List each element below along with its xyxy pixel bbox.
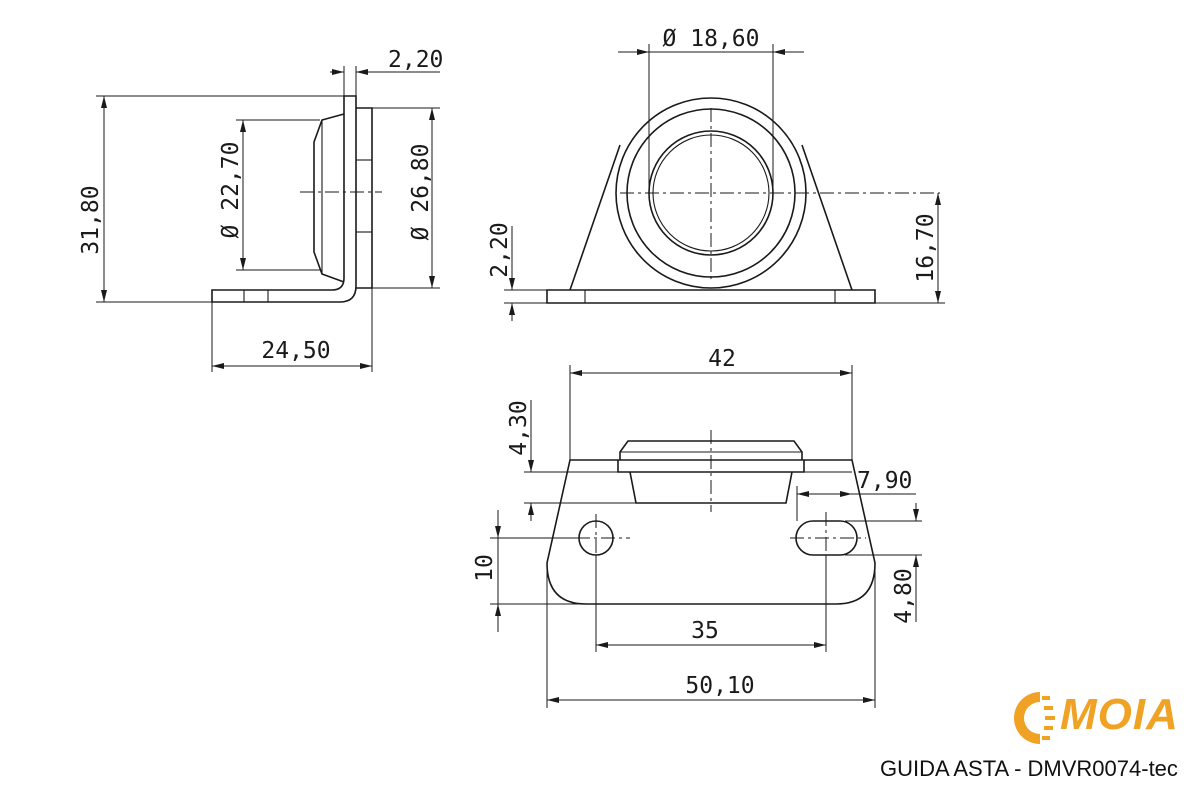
side-view-flange — [313, 113, 345, 283]
drawing-caption: GUIDA ASTA - DMVR0074-tec — [880, 756, 1178, 781]
dim-front-bore: Ø 18,60 — [663, 26, 760, 52]
top-view-plate — [546, 459, 876, 605]
front-view: Ø 18,60 2,20 16,70 — [487, 26, 945, 321]
brand-name: MOIA — [1060, 690, 1179, 739]
dim-top-width: 42 — [708, 346, 736, 372]
dim-top-hole-spacing-y: 10 — [472, 554, 498, 582]
dim-front-base-thickness: 2,20 — [487, 222, 513, 277]
sun-icon — [1014, 692, 1055, 744]
dim-top-slot-length: 7,90 — [857, 468, 912, 494]
front-view-base — [546, 289, 876, 304]
dim-front-center-height: 16,70 — [913, 213, 939, 282]
dim-top-step: 4,30 — [506, 400, 532, 455]
dim-side-inner-diameter: Ø 22,70 — [218, 142, 244, 239]
dim-top-slot-width: 4,80 — [891, 568, 917, 623]
dim-side-outer-diameter: Ø 26,80 — [408, 144, 434, 241]
dim-top-overall-width: 50,10 — [685, 673, 754, 699]
top-view: 42 4,30 7,90 10 4,80 35 — [472, 346, 922, 708]
brand-logo: MOIA — [1012, 688, 1182, 748]
side-view-bushing — [356, 107, 373, 289]
side-view: 31,80 Ø 22,70 Ø 26,80 2,20 24,50 — [78, 47, 443, 372]
dim-side-thickness: 2,20 — [388, 47, 443, 73]
dim-side-height: 31,80 — [78, 185, 104, 254]
top-view-slot — [795, 520, 858, 556]
dim-side-depth: 24,50 — [261, 338, 330, 364]
dim-top-hole-spacing-x: 35 — [691, 618, 719, 644]
